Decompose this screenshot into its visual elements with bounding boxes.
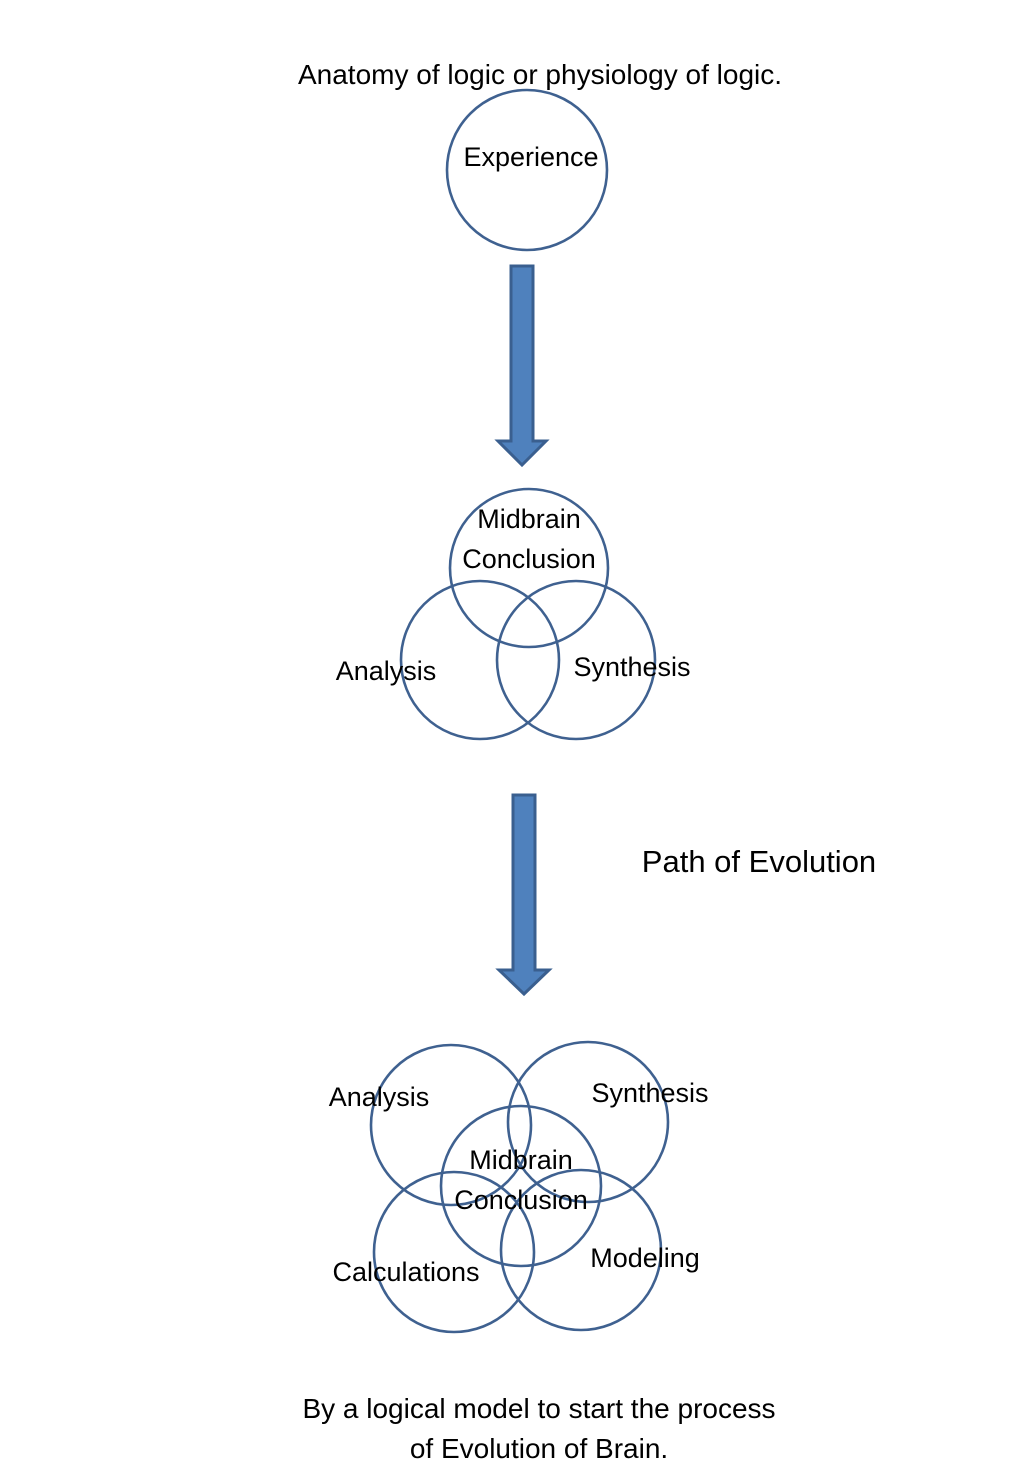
stage2-synthesis-label: Synthesis: [573, 652, 690, 682]
path-of-evolution-label: Path of Evolution: [642, 844, 876, 879]
stage3-midbrain-label-line1: Midbrain: [469, 1145, 573, 1175]
stage3-analysis-label: Analysis: [329, 1082, 430, 1112]
down-arrow-1: [494, 264, 550, 468]
experience-circle: [445, 88, 609, 252]
stage3-modeling-circle: [499, 1168, 663, 1332]
stage3-midbrain-label-line2: Conclusion: [454, 1185, 588, 1215]
stage3-analysis-circle: [369, 1043, 533, 1207]
stage2-midbrain-label-line1: Midbrain: [477, 504, 581, 534]
down-arrow-2: [495, 793, 553, 997]
stage2-midbrain-label-line2: Conclusion: [462, 544, 596, 574]
stage3-synthesis-circle: [506, 1040, 670, 1204]
stage3-calculations-circle: [372, 1170, 536, 1334]
stage3-synthesis-label: Synthesis: [591, 1078, 708, 1108]
caption-line1: By a logical model to start the process: [302, 1393, 775, 1424]
experience-label: Experience: [463, 142, 598, 172]
stage3-midbrain-circle: [439, 1104, 603, 1268]
stage2-midbrain-circle: [448, 487, 610, 649]
stage2-analysis-label: Analysis: [336, 656, 437, 686]
stage2-synthesis-circle: [495, 579, 657, 741]
diagram-title: Anatomy of logic or physiology of logic.: [298, 59, 782, 90]
stage3-modeling-label: Modeling: [590, 1243, 700, 1273]
caption-line2: of Evolution of Brain.: [410, 1433, 668, 1464]
stage2-analysis-circle: [399, 579, 561, 741]
stage3-calculations-label: Calculations: [332, 1257, 479, 1287]
